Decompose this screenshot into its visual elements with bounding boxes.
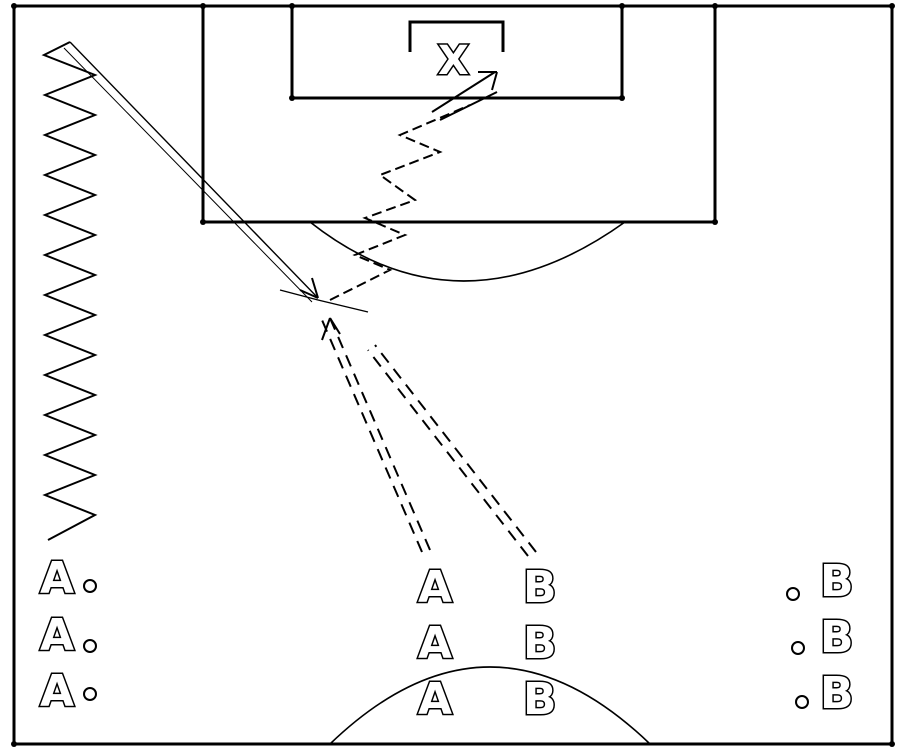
player-label-a: A [418,674,452,725]
ball-icon [83,639,97,653]
pitch-marker-dots [11,3,895,747]
player-label-b: B [523,562,557,613]
dribble-to-goal-path [329,104,471,301]
goal [408,20,505,52]
center-column-b: B B B [522,561,559,727]
goalkeeper-label: X [438,38,469,84]
dribble-zigzag-path [41,41,98,541]
shot-line [431,71,498,121]
run-arrowhead-icon [299,277,319,299]
pitch-lines [12,4,894,746]
left-queue: A A A [39,552,97,719]
player-label-a: A [40,553,74,604]
ball-icon [83,687,97,701]
right-queue: B B B [786,555,855,721]
player-label-b: B [820,556,854,607]
pitch-boundary [12,4,894,746]
ball-icon [791,641,805,655]
crossing-line [279,289,369,313]
center-column-a: A A A [417,561,454,727]
ball-icon [83,579,97,593]
goal-area [290,4,624,100]
ball-icon [795,695,809,709]
shot-arrowhead-icon [478,71,498,91]
penalty-arc [309,221,626,282]
player-label-a: A [40,610,74,661]
player-label-a: A [40,666,74,717]
player-label-b: B [523,618,557,669]
pass-lines [321,317,537,557]
ball-icon [786,587,800,601]
player-label-a: A [418,562,452,613]
run-line [63,41,319,303]
player-label-b: B [523,674,557,725]
player-label-b: B [820,668,854,719]
pass-arrowhead-icon [321,317,341,341]
center-circle-arc [329,666,651,745]
player-label-a: A [418,618,452,669]
player-label-b: B [820,612,854,663]
